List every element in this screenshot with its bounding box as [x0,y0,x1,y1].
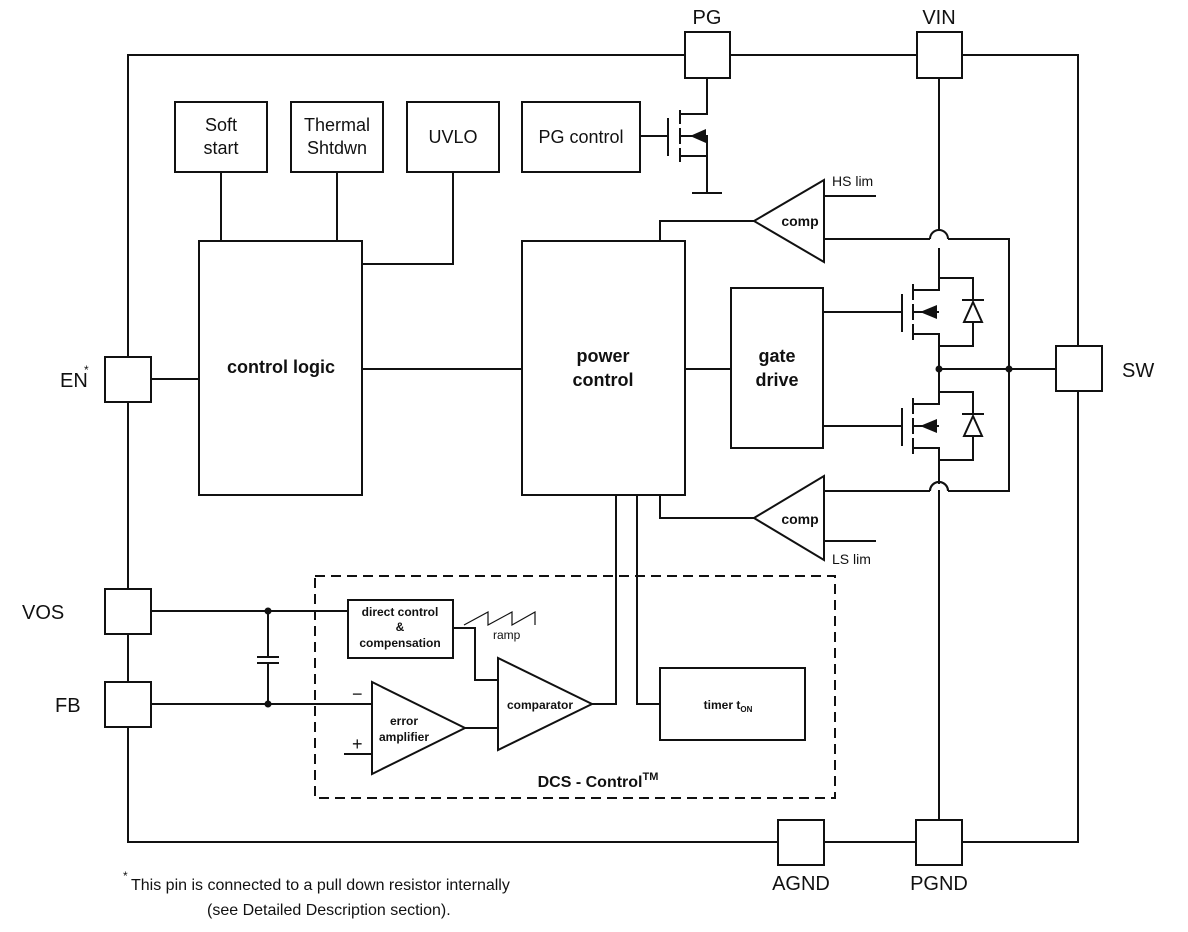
thermal-shutdown-block: Thermal Shtdwn [290,101,384,173]
pin-vos-label: VOS [22,602,64,624]
comparator-label: comparator [507,698,573,712]
direct-control-label-2: & [396,620,405,634]
footnote-asterisk: * [123,869,128,883]
uvlo-label: UVLO [428,127,477,147]
error-amp-label-2: amplifier [379,730,429,744]
hs-lim-label: HS lim [832,173,873,189]
error-amp-minus: − [352,684,363,704]
power-control-block: power control [521,240,686,496]
timer-block: timer tON [659,667,806,741]
pin-vin: VIN [916,7,963,79]
pin-pg: PG [684,7,731,79]
ls-lim-label: LS lim [832,551,871,567]
pin-pgnd-label: PGND [910,873,968,895]
gate-drive-block: gate drive [730,287,824,449]
footnote-line-2: (see Detailed Description section). [207,902,451,919]
direct-control-block: direct control & compensation [347,599,454,659]
dcs-control-label: DCS - ControlTM [538,771,659,791]
error-amp-plus: + [352,734,363,754]
soft-start-label-2: start [203,138,238,158]
pin-agnd: AGND [772,819,830,895]
pin-pg-label: PG [693,7,722,29]
control-logic-block: control logic [198,240,363,496]
thermal-label-1: Thermal [304,115,370,135]
pin-en-label: EN [60,370,88,392]
error-amplifier: error amplifier − + [352,680,468,776]
low-side-mosfet [823,369,984,482]
footnote: * This pin is connected to a pull down r… [123,869,510,919]
gate-drive-label-2: drive [755,370,798,390]
thermal-label-2: Shtdwn [307,138,367,158]
timer-label: timer tON [704,698,753,714]
power-control-label-2: control [573,370,634,390]
pg-control-block: PG control [521,101,641,173]
direct-control-label-1: direct control [362,605,439,619]
high-side-mosfet [823,277,984,369]
hs-comp-label: comp [781,213,818,229]
pin-en-asterisk: * [84,363,89,377]
gate-drive-label-1: gate [758,346,795,366]
pg-control-label: PG control [538,127,623,147]
pin-agnd-label: AGND [772,873,830,895]
pin-fb-label: FB [55,695,81,717]
ls-comp-label: comp [781,511,818,527]
soft-start-block: Soft start [174,101,268,173]
pg-transistor [640,78,722,194]
pin-vos: VOS [22,588,152,635]
dcs-control-region [314,575,836,799]
footnote-line-1: This pin is connected to a pull down res… [131,877,510,894]
soft-start-label-1: Soft [205,115,237,135]
power-control-label-1: power [576,346,629,366]
pin-sw-label: SW [1122,360,1154,382]
ls-comparator: comp LS lim [659,369,1010,567]
direct-control-label-3: compensation [359,636,440,650]
uvlo-block: UVLO [406,101,500,173]
hs-comparator: comp HS lim [659,173,1010,369]
ramp-icon: ramp [463,610,536,642]
ramp-label: ramp [493,628,521,642]
control-logic-label: control logic [227,357,335,377]
pin-pgnd: PGND [910,819,968,895]
pin-vin-label: VIN [922,7,955,29]
pin-en: EN * [60,356,152,403]
chip-outline [127,54,1079,843]
pwm-comparator: comparator [497,656,595,752]
error-amp-label-1: error [390,714,418,728]
pin-sw: SW [1055,345,1154,392]
pin-fb: FB [55,681,152,728]
